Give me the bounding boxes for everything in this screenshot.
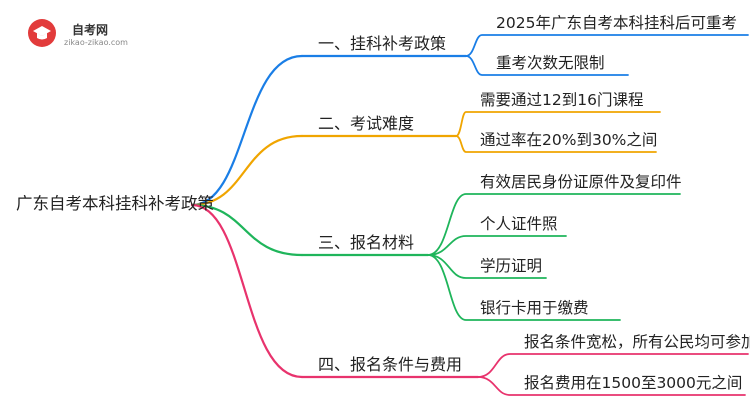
leaf-connector: [427, 193, 681, 256]
leaf-connector: [427, 254, 547, 279]
leaf-connector: [465, 55, 629, 76]
branch-conditions-fees: 四、报名条件与费用: [318, 355, 463, 374]
leaf-retake-unlimited: 重考次数无限制: [496, 53, 605, 72]
leaf-pass-rate: 通过率在20%到30%之间: [480, 130, 658, 149]
root-connector: [190, 134, 304, 207]
logo-url: zikao-zikao.com: [64, 38, 128, 47]
root-connector: [190, 203, 304, 257]
leaf-connector: [477, 376, 746, 396]
leaf-eligibility: 报名条件宽松，所有公民均可参加: [524, 332, 750, 351]
leaf-retake-allowed: 2025年广东自考本科挂科后可重考: [496, 13, 737, 32]
leaf-connector: [427, 254, 621, 321]
site-logo: 自考网 zikao-zikao.com: [28, 16, 138, 50]
leaf-fee-range: 报名费用在1500至3000元之间: [524, 373, 743, 392]
branch-difficulty: 二、考试难度: [318, 114, 415, 133]
leaf-id-card: 有效居民身份证原件及复印件: [480, 172, 682, 191]
root-topic: 广东自考本科挂科补考政策: [16, 194, 214, 213]
graduation-cap-icon: [33, 26, 51, 40]
branch-materials: 三、报名材料: [318, 233, 415, 252]
leaf-connector: [427, 235, 567, 256]
leaf-connector: [465, 34, 749, 57]
leaf-education-proof: 学历证明: [480, 256, 543, 275]
branch-policy: 一、挂科补考政策: [318, 34, 447, 53]
logo-name: 自考网: [72, 23, 109, 37]
leaf-bank-card: 银行卡用于缴费: [480, 298, 589, 317]
root-connector: [190, 203, 304, 379]
leaf-connector: [455, 111, 661, 137]
leaf-photo: 个人证件照: [480, 214, 558, 233]
root-connector: [190, 54, 304, 207]
leaf-course-count: 需要通过12到16门课程: [480, 90, 644, 109]
logo-badge: [28, 19, 56, 47]
leaf-connector: [455, 135, 657, 153]
leaf-connector: [477, 353, 749, 378]
